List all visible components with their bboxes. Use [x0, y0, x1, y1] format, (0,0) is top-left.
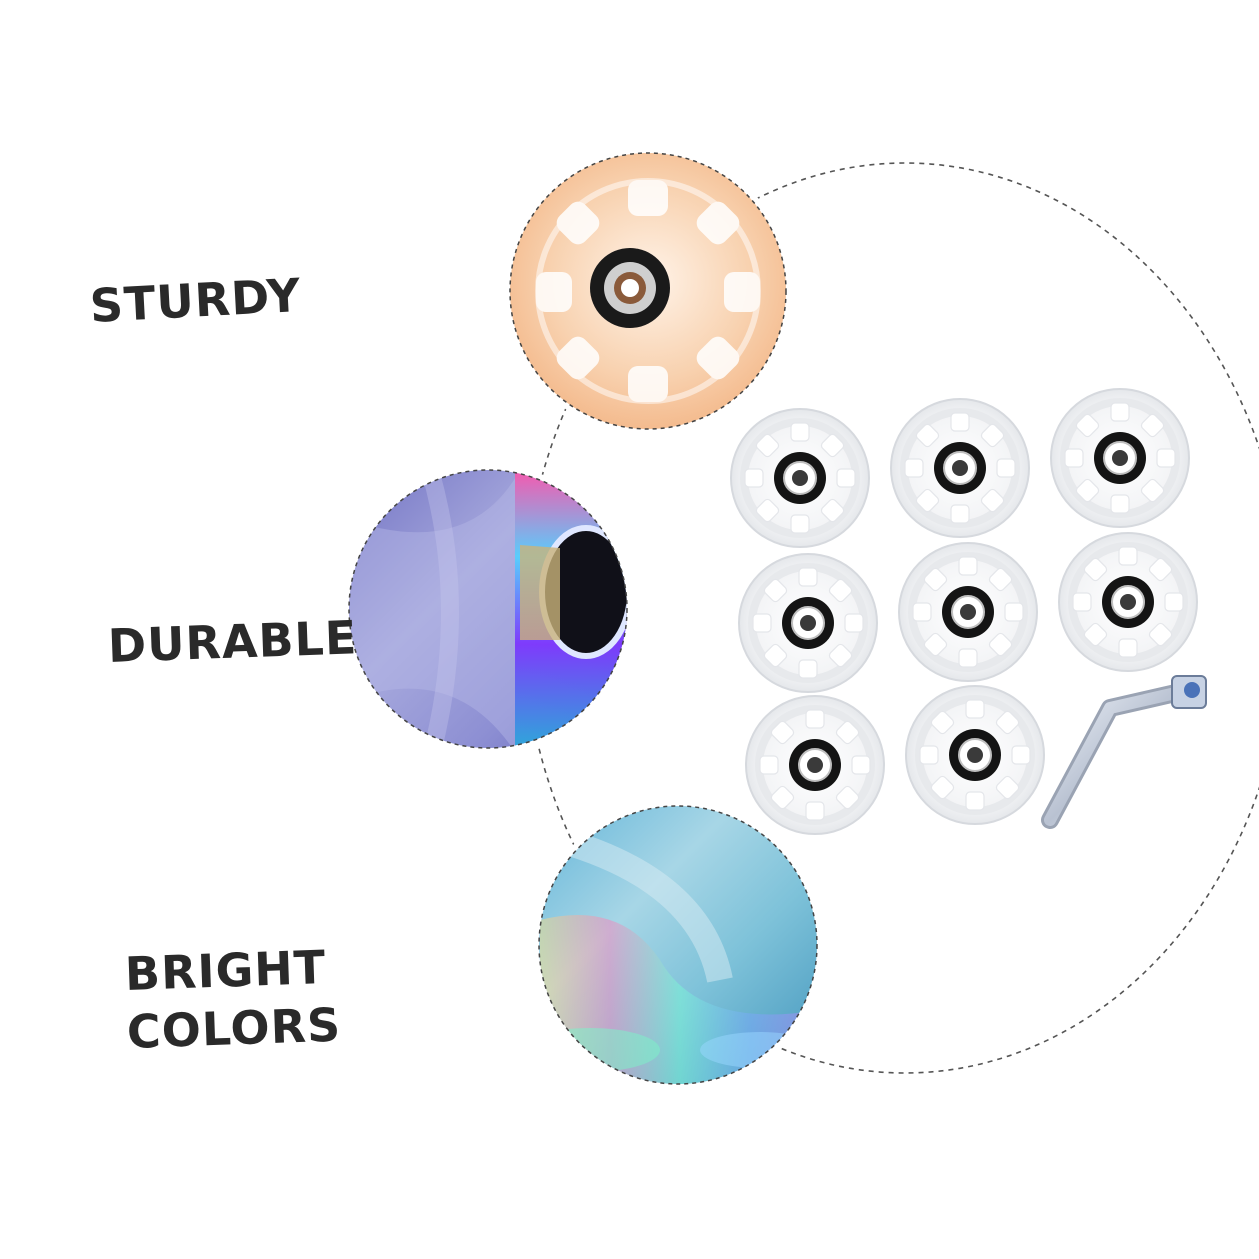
feature-label-text: DURABLE	[107, 610, 359, 673]
feature-label-durable: DURABLE	[107, 609, 358, 675]
wheel-icon	[890, 398, 1030, 538]
wheel-icon	[1058, 532, 1198, 672]
wheel-icon	[898, 542, 1038, 682]
l-wrench-icon	[1041, 675, 1207, 829]
wheel-set	[730, 388, 1198, 835]
feature-label-line-2: COLORS	[126, 997, 342, 1059]
wheel-icon	[730, 408, 870, 548]
wheel-icon	[905, 685, 1045, 825]
feature-label-text: STURDY	[88, 267, 303, 333]
sturdy-detail-image	[510, 153, 786, 429]
bright-colors-detail-image	[539, 806, 817, 1084]
feature-label-bright-colors: BRIGHT COLORS	[124, 939, 342, 1061]
feature-label-sturdy: STURDY	[88, 267, 303, 335]
wheel-icon	[1050, 388, 1190, 528]
wheel-icon	[745, 695, 885, 835]
wheel-icon	[738, 553, 878, 693]
feature-label-line-1: BRIGHT	[124, 940, 328, 1002]
durable-detail-image	[349, 470, 627, 748]
